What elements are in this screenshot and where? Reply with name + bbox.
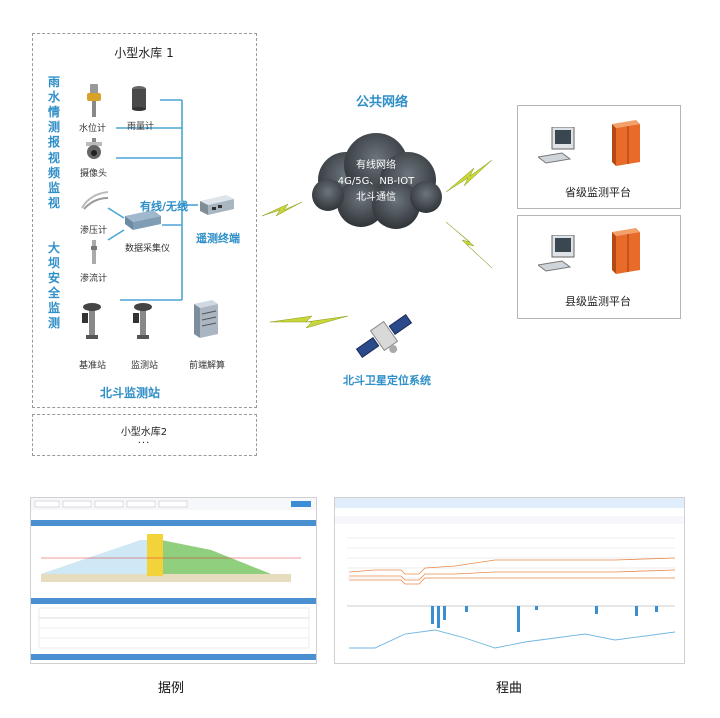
osmometer-icon [80, 190, 110, 210]
public-network-label: 公共网络 [356, 95, 409, 110]
chart-screenshot-thumbnail [334, 497, 685, 664]
water-level-label: 水位计 [79, 124, 107, 134]
rtu-label: 遥测终端 [196, 232, 240, 245]
province-computer-icon [538, 127, 575, 164]
reservoir-1-wiring [107, 99, 198, 301]
county-server-icon [612, 228, 640, 274]
cloud-line-1: 有线网络 [356, 160, 396, 171]
left-caption: 据例 [158, 681, 185, 696]
data-collector-label: 数据采集仪 [125, 244, 171, 254]
province-server-icon [612, 120, 640, 166]
network-cloud-icon [312, 133, 442, 229]
rain-gauge-label: 雨量计 [127, 122, 155, 132]
reservoir-2-title: 小型水库2 [120, 427, 168, 438]
monitor-station-label: 监测站 [131, 361, 159, 371]
monitor-station-icon [131, 301, 155, 339]
base-station-icon [80, 301, 104, 339]
cloud-line-2: 4G/5G、NB-IOT [337, 176, 415, 187]
water-level-meter-icon [85, 84, 103, 118]
cloud-line-3: 北斗通信 [356, 192, 396, 203]
label-rain-water: 雨水情测报 [47, 75, 60, 149]
label-video: 视频监视 [47, 151, 60, 210]
beidou-station-label: 北斗监测站 [100, 386, 161, 400]
base-station-label: 基准站 [79, 361, 107, 371]
chart-screenshot-graphic [335, 498, 684, 649]
satellite-label: 北斗卫星定位系统 [343, 374, 431, 387]
reservoir-2-panel [32, 414, 257, 456]
frontend-solver-label: 前端解算 [189, 361, 226, 371]
lightning-links [261, 159, 493, 329]
reservoir-2-ellipsis: ... [137, 435, 151, 446]
seepage-label: 渗流计 [80, 274, 108, 284]
right-caption: 程曲 [496, 681, 523, 696]
county-computer-icon [538, 235, 575, 272]
frontend-solver-icon [190, 300, 220, 340]
osmometer-label: 渗压计 [80, 226, 108, 236]
rain-gauge-icon [131, 85, 147, 111]
seepage-meter-icon [90, 240, 98, 264]
dam-screenshot-graphic [31, 498, 316, 660]
label-dam-safety: 大坝安全监测 [47, 241, 60, 330]
wired-wireless-label: 有线/无线 [140, 200, 189, 213]
county-platform-label: 县级监测平台 [565, 295, 631, 308]
rtu-icon [198, 193, 236, 217]
province-platform-label: 省级监测平台 [565, 186, 631, 199]
dam-screenshot-thumbnail [30, 497, 317, 664]
satellite-icon [355, 314, 413, 358]
reservoir-1-title: 小型水库 1 [114, 46, 174, 60]
data-collector-icon [123, 208, 163, 232]
camera-label: 摄像头 [80, 169, 108, 179]
camera-icon [84, 138, 104, 160]
